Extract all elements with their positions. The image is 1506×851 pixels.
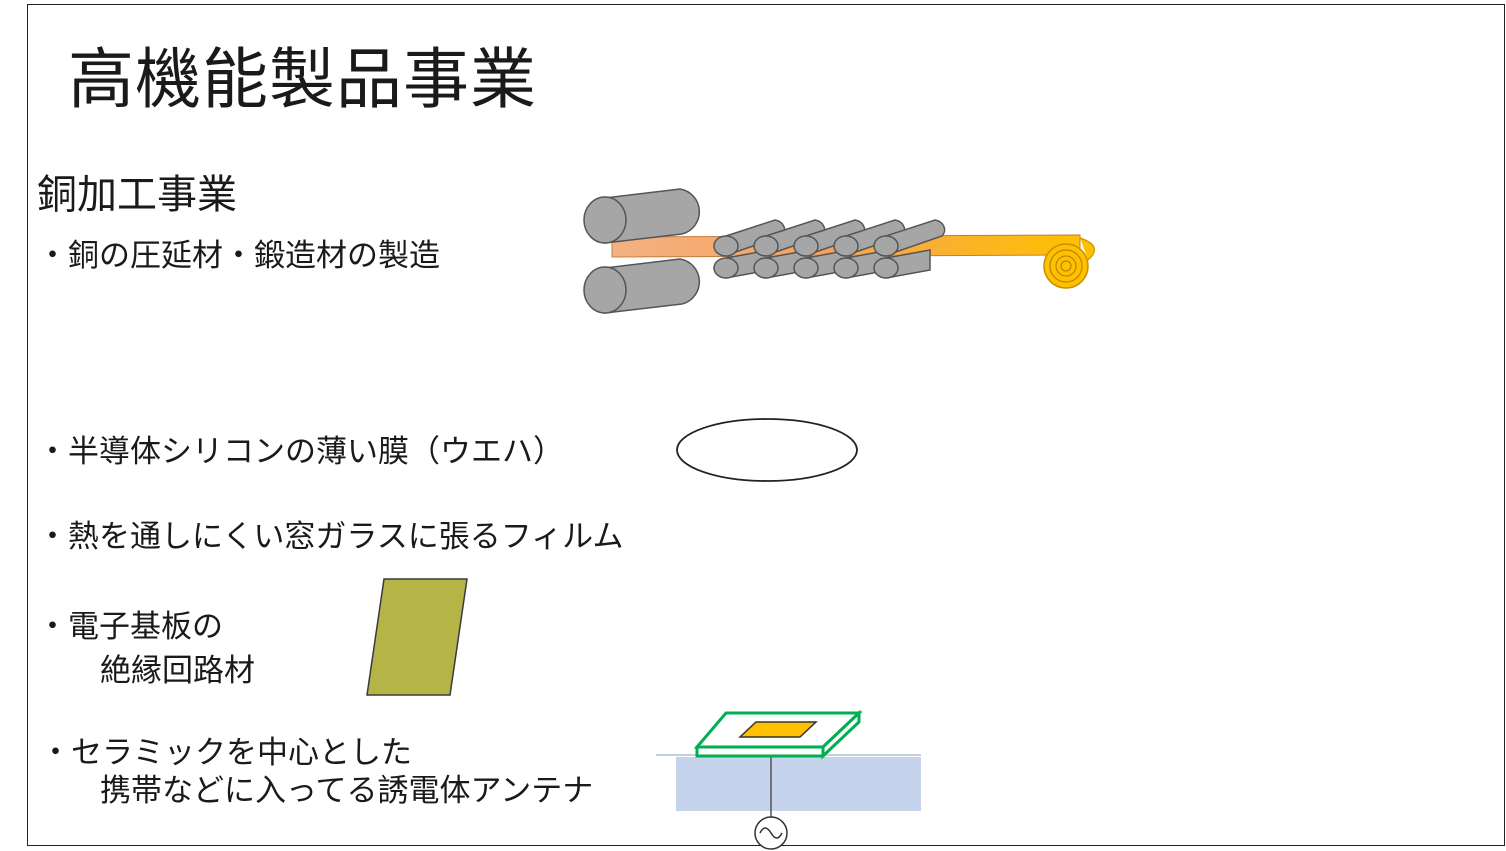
bullet-antenna-line2: 携帯などに入ってる誘電体アンテナ <box>100 773 594 809</box>
ac-source-icon <box>754 816 788 850</box>
bullet-window-film: ・熱を通しにくい窓ガラスに張るフィルム <box>37 519 624 555</box>
wafer-ellipse <box>676 418 858 482</box>
copper-rolling-illustration <box>583 188 1095 314</box>
antenna-patch <box>738 721 818 738</box>
antenna-board-edge <box>695 745 825 758</box>
antenna-board-side <box>821 709 861 760</box>
large-roller-top <box>583 188 701 244</box>
bullet-silicon-wafer: ・半導体シリコンの薄い膜（ウエハ） <box>37 434 564 470</box>
substrate <box>676 757 921 811</box>
section-heading: 銅加工事業 <box>37 172 237 218</box>
large-roller-bottom <box>583 258 701 314</box>
bullet-copper-rolling: ・銅の圧延材・鍛造材の製造 <box>37 238 440 274</box>
pcb-board <box>366 578 468 696</box>
coil-icon <box>1043 237 1095 289</box>
bullet-antenna-line1: ・セラミックを中心とした <box>40 735 412 771</box>
page-title: 高機能製品事業 <box>68 41 537 118</box>
bullet-pcb-line2: 絶縁回路材 <box>100 653 255 689</box>
antenna-illustration <box>656 709 921 850</box>
bullet-pcb-line1: ・電子基板の <box>37 609 223 645</box>
small-rollers <box>713 219 946 279</box>
